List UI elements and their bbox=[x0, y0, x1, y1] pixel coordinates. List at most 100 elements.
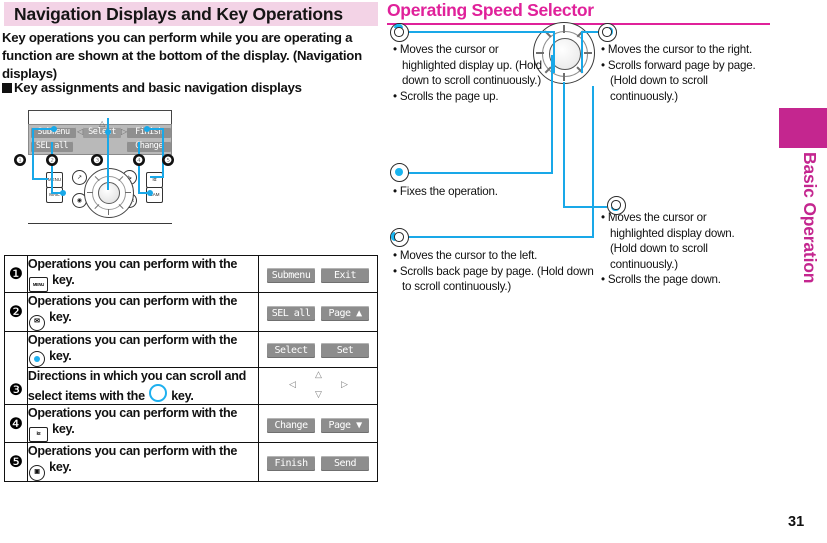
subsection-heading: Key assignments and basic navigation dis… bbox=[2, 80, 376, 95]
softkey-select: Select bbox=[83, 127, 121, 138]
table-row: ❹ Operations you can perform with the iα… bbox=[4, 404, 378, 444]
softkey-change: Change bbox=[127, 141, 171, 152]
row-description-4: Directions in which you can scroll and s… bbox=[26, 366, 260, 406]
itv-key-icon: iα bbox=[28, 427, 48, 443]
row-text-before-2: Operations you can perform with the bbox=[27, 294, 238, 309]
phone-key-itv: iα bbox=[146, 172, 163, 188]
scroll-key-icon bbox=[149, 384, 167, 403]
subsection-heading-label: Key assignments and basic navigation dis… bbox=[14, 80, 302, 95]
row-text-after-6: key. bbox=[49, 460, 72, 475]
row-text-before-5: Operations you can perform with the bbox=[27, 406, 238, 421]
row-buttons-2: SEL all Page ▲ bbox=[258, 292, 378, 332]
callout-right-line-1: Moves the cursor to the right. bbox=[601, 42, 761, 58]
callout-down-text: Moves the cursor or highlighted display … bbox=[601, 210, 761, 288]
softkey-chip-select: Select bbox=[267, 343, 316, 359]
menu-key-icon: MENU bbox=[28, 277, 48, 293]
arrow-right-icon: ▷ bbox=[341, 379, 348, 390]
callout-left-line-2: Scrolls back page by page. (Hold down to… bbox=[393, 264, 598, 295]
softkey-submenu: Submenu bbox=[31, 127, 76, 138]
table-row: ❸ Operations you can perform with the ke… bbox=[4, 330, 378, 406]
page-title: Navigation Displays and Key Operations bbox=[14, 3, 343, 24]
callout-center-line-1: Fixes the operation. bbox=[393, 184, 563, 200]
section-header: Navigation Displays and Key Operations bbox=[4, 2, 378, 26]
row-description-3: Operations you can perform with the key. bbox=[26, 330, 260, 369]
right-column: Operating Speed Selector bbox=[385, 0, 775, 543]
row-description-1: Operations you can perform with the MENU… bbox=[26, 254, 260, 294]
key-operations-table: ❶ Operations you can perform with the ME… bbox=[4, 254, 378, 482]
row-description-5: Operations you can perform with the iα k… bbox=[26, 404, 260, 444]
softkey-left-arrow-icon: ◁ bbox=[77, 127, 84, 136]
row-text-after-5: key. bbox=[52, 422, 75, 437]
page-number: 31 bbox=[788, 514, 805, 530]
callout-center-text: Fixes the operation. bbox=[393, 184, 563, 200]
title-underline bbox=[387, 23, 770, 26]
row-text-after-4: key. bbox=[171, 389, 194, 404]
phone-body-divider bbox=[28, 223, 172, 225]
dpad-center-icon bbox=[390, 163, 409, 182]
row-text-before-6: Operations you can perform with the bbox=[27, 444, 238, 459]
callout-up-text: Moves the cursor or highlighted display … bbox=[393, 42, 543, 104]
dpad-up-icon bbox=[390, 23, 409, 42]
table-row: ❶ Operations you can perform with the ME… bbox=[4, 254, 378, 294]
row-number-3: ❸ bbox=[4, 330, 28, 406]
row-number-5: ❹ bbox=[4, 404, 28, 444]
softkey-chip-page-up: Page ▲ bbox=[321, 306, 370, 322]
callout-bullet-5: ❺ bbox=[162, 154, 174, 166]
callout-bullet-2: ❷ bbox=[46, 154, 58, 166]
dpad-right-icon bbox=[598, 23, 617, 42]
arrow-left-icon: ◁ bbox=[289, 379, 296, 390]
table-row: ❷ Operations you can perform with the ✉ … bbox=[4, 292, 378, 332]
phone-dpad bbox=[84, 168, 134, 218]
callout-bullet-4: ❹ bbox=[133, 154, 145, 166]
arrow-down-icon: ▽ bbox=[315, 389, 322, 400]
callout-right-line-2: Scrolls forward page by page. (Hold down… bbox=[601, 58, 761, 105]
row-number-1: ❶ bbox=[4, 254, 28, 294]
chapter-tab-label: Basic Operation bbox=[800, 152, 820, 284]
row-number-6: ❺ bbox=[4, 442, 28, 482]
dpad-down-icon bbox=[607, 196, 626, 215]
left-column: Navigation Displays and Key Operations K… bbox=[0, 0, 380, 543]
callout-down-line-2: Scrolls the page down. bbox=[601, 272, 761, 288]
row-number-2: ❷ bbox=[4, 292, 28, 332]
menu-key-label: MENU bbox=[47, 176, 62, 182]
callout-up-line-2: Scrolls the page up. bbox=[393, 89, 543, 105]
softkey-up-arrow-icon: △ bbox=[99, 119, 106, 128]
softkey-right-arrow-icon: ▷ bbox=[121, 127, 128, 136]
callout-bullet-3: ❸ bbox=[91, 154, 103, 166]
softkey-chip-page-down: Page ▼ bbox=[321, 417, 370, 433]
arrow-up-icon: △ bbox=[315, 369, 322, 380]
row-text-before-1: Operations you can perform with the bbox=[27, 257, 238, 271]
row-description-2: Operations you can perform with the ✉ ke… bbox=[26, 292, 260, 332]
softkey-chip-send: Send bbox=[321, 456, 370, 471]
softkey-chip-set: Set bbox=[321, 343, 370, 359]
camera-key-label: CAM bbox=[149, 191, 160, 197]
row-text-before-4: Directions in which you can scroll and s… bbox=[27, 369, 247, 404]
softkey-chip-finish: Finish bbox=[267, 456, 316, 471]
row-arrows-4: △ ▽ ◁ ▷ bbox=[258, 366, 378, 406]
callout-right-text: Moves the cursor to the right. Scrolls f… bbox=[601, 42, 761, 104]
callout-bullet-1: ❶ bbox=[14, 154, 26, 166]
softkey-finish: Finish bbox=[127, 127, 171, 138]
phone-key-call: ↗ bbox=[72, 170, 87, 185]
callout-left-line-1: Moves the cursor to the left. bbox=[393, 248, 598, 264]
table-row: Directions in which you can scroll and s… bbox=[5, 366, 378, 406]
callout-up-line-1: Moves the cursor or highlighted display … bbox=[393, 42, 543, 89]
softkey-chip-sel-all: SEL all bbox=[267, 306, 316, 322]
mail-key-icon: ✉ bbox=[28, 314, 45, 331]
dpad-left-icon bbox=[390, 228, 409, 247]
row-buttons-6: Finish Send bbox=[258, 442, 378, 482]
row-text-after-1: key. bbox=[52, 273, 75, 288]
right-panel-title: Operating Speed Selector bbox=[387, 0, 594, 20]
table-row: ❺ Operations you can perform with the ▣ … bbox=[4, 442, 378, 482]
softkey-chip-submenu: Submenu bbox=[267, 268, 316, 284]
softkey-chip-exit: Exit bbox=[321, 268, 370, 284]
row-text-after-3: key. bbox=[49, 349, 72, 363]
camera-key-icon: ▣ bbox=[28, 464, 45, 481]
chapter-tab-block bbox=[779, 108, 827, 148]
callout-down-line-1: Moves the cursor or highlighted display … bbox=[601, 210, 761, 272]
row-text-after-2: key. bbox=[49, 310, 72, 325]
direction-arrows: △ ▽ ◁ ▷ bbox=[263, 369, 373, 403]
row-text-before-3: Operations you can perform with the bbox=[27, 332, 238, 347]
